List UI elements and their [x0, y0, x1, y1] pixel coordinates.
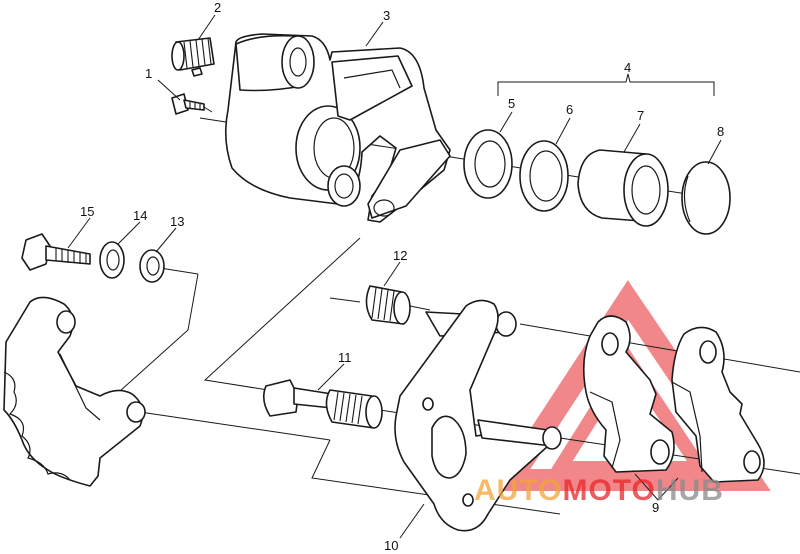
- part-3-caliper-body: [224, 33, 451, 223]
- callout-14: 14: [133, 208, 147, 223]
- part-14-lock-washer: [99, 241, 125, 279]
- callout-12: 12: [393, 248, 407, 263]
- part-7-piston: [577, 149, 669, 227]
- callout-8: 8: [717, 124, 724, 139]
- part-9-brake-pads: [582, 315, 765, 483]
- callout-15: 15: [80, 204, 94, 219]
- part-2-bleeder-plug: [171, 37, 215, 77]
- part-8-cap: [681, 161, 731, 235]
- watermark-part-auto: AUTO: [474, 474, 562, 507]
- part-6-dust-seal: [519, 140, 569, 212]
- watermark-text: AUTOMOTOHUB: [474, 474, 724, 507]
- part-4-group-bracket: [497, 73, 715, 96]
- part-13-washer: [139, 249, 165, 283]
- callout-11: 11: [338, 350, 352, 365]
- part-11-guide-pin: [262, 379, 383, 429]
- callout-leaders: [67, 14, 722, 539]
- part-15-bolt: [21, 233, 91, 271]
- callout-5: 5: [508, 96, 515, 111]
- callout-10: 10: [384, 538, 398, 553]
- svg-text:AUTOMOTOHUB: AUTOMOTOHUB: [474, 474, 724, 507]
- callout-4: 4: [624, 60, 631, 75]
- watermark-part-moto: MOTO: [562, 474, 655, 507]
- part-12-bushing: [365, 285, 411, 325]
- part-10-mounting-bracket: [394, 299, 562, 532]
- callout-9: 9: [652, 500, 659, 515]
- callout-6: 6: [566, 102, 573, 117]
- callout-labels: 1 2 3 4 5 6 7 8 9 10 11 12 13 14 15: [80, 0, 724, 553]
- callout-7: 7: [637, 108, 644, 123]
- left-mounting-bracket: [3, 296, 146, 487]
- callout-2: 2: [214, 0, 221, 15]
- callout-3: 3: [383, 8, 390, 23]
- watermark-part-hub: HUB: [656, 474, 724, 507]
- callout-13: 13: [170, 214, 184, 229]
- part-1-bleeder-screw: [171, 93, 213, 115]
- part-5-seal: [463, 129, 513, 199]
- callout-1: 1: [145, 66, 152, 81]
